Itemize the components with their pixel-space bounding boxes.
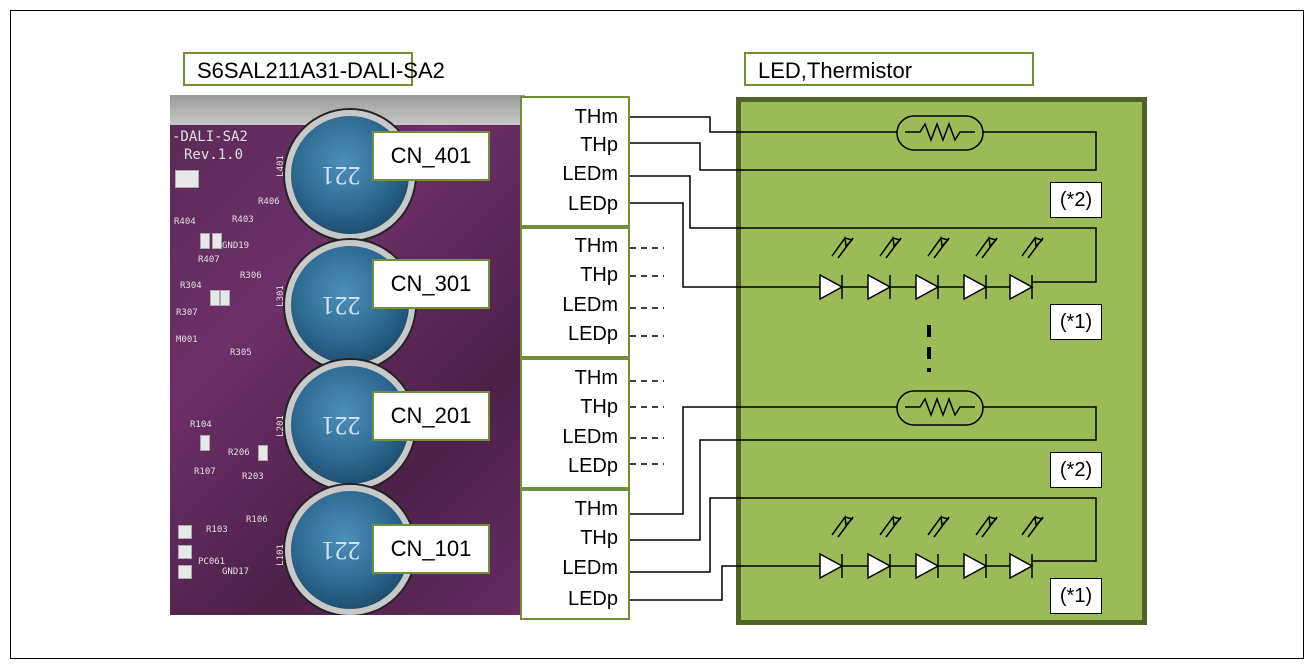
smd-pad <box>178 545 192 559</box>
silk-ref: L401 <box>275 155 286 177</box>
connector-label-101: CN_101 <box>372 524 490 574</box>
led-thermistor-panel <box>736 97 1147 625</box>
silk-ref: L101 <box>275 544 286 566</box>
silk-ref: R407 <box>198 255 220 265</box>
smd-pad <box>212 233 222 249</box>
pin-box-401: THm THp LEDm LEDp <box>520 96 630 227</box>
silk-ref: L301 <box>275 285 286 307</box>
silk-ref: R104 <box>190 420 212 430</box>
pin-label: LEDp <box>567 455 618 477</box>
note-thermistor-top: (*2) <box>1050 182 1102 218</box>
board-name-silk: -DALI-SA2 <box>172 129 248 145</box>
pin-box-201: THm THp LEDm LEDp <box>520 358 630 489</box>
silk-ref: R406 <box>258 197 280 207</box>
smd-pad <box>178 565 192 579</box>
smd-pad <box>220 290 230 306</box>
connector-label-301: CN_301 <box>372 259 490 309</box>
board-title: S6SAL211A31-DALI-SA2 <box>183 52 445 86</box>
pin-label: LEDm <box>562 163 618 185</box>
silk-ref: R307 <box>176 308 198 318</box>
smd-pad <box>258 445 268 461</box>
smd-pad <box>200 233 210 249</box>
smd-pad <box>178 525 192 539</box>
silk-ref: R305 <box>230 348 252 358</box>
pushbutton <box>175 170 199 188</box>
silk-ref: R106 <box>246 515 268 525</box>
connector-label-201: CN_201 <box>372 391 490 441</box>
silk-ref: R306 <box>240 271 262 281</box>
silk-ref: GND17 <box>222 567 250 577</box>
pin-label: LEDp <box>567 323 618 345</box>
smd-pad <box>200 435 210 451</box>
pin-label: THp <box>580 396 618 418</box>
led-panel-title: LED,Thermistor <box>744 52 1034 86</box>
pin-label: THm <box>574 498 618 520</box>
pin-label: LEDm <box>562 294 618 316</box>
silk-ref: GND19 <box>222 241 250 251</box>
silk-ref: R304 <box>180 281 202 291</box>
pin-box-301: THm THp LEDm LEDp <box>520 227 630 358</box>
silk-ref: L201 <box>275 415 286 437</box>
note-led-top: (*1) <box>1050 304 1102 340</box>
silk-ref: R107 <box>194 467 216 477</box>
silk-ref: R203 <box>242 472 264 482</box>
silk-ref: R404 <box>174 217 196 227</box>
smd-pad <box>210 290 220 306</box>
pin-label: THm <box>574 367 618 389</box>
pin-label: THm <box>574 235 618 257</box>
pin-label: THp <box>580 527 618 549</box>
silk-ref: M001 <box>176 335 198 345</box>
board-photo: -DALI-SA2 Rev.1.0 221 221 221 221 R406 R… <box>170 95 525 615</box>
pin-label: THp <box>580 264 618 286</box>
pin-label: LEDm <box>562 426 618 448</box>
pin-label: THm <box>574 106 618 128</box>
pin-label: LEDm <box>562 557 618 579</box>
pin-label: LEDp <box>567 193 618 215</box>
board-rev-silk: Rev.1.0 <box>184 147 244 163</box>
silk-ref: R403 <box>232 215 254 225</box>
note-led-bottom: (*1) <box>1050 578 1102 614</box>
pin-label: THp <box>580 134 618 156</box>
silk-ref: R103 <box>206 525 228 535</box>
silk-ref: R206 <box>228 448 250 458</box>
pin-box-101: THm THp LEDm LEDp <box>520 489 630 620</box>
pin-label: LEDp <box>567 588 618 610</box>
note-thermistor-bottom: (*2) <box>1050 452 1102 488</box>
connector-label-401: CN_401 <box>372 131 490 181</box>
silk-ref: PC061 <box>198 557 226 567</box>
